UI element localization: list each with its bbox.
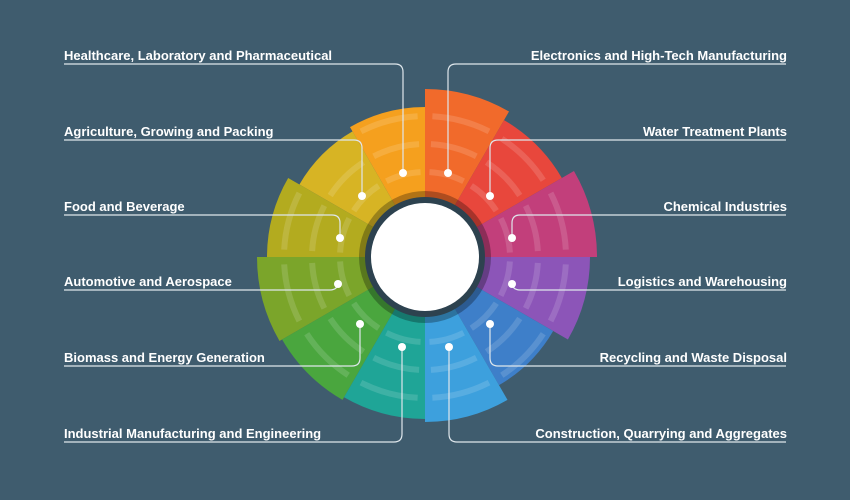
segment-texture [327,316,366,355]
connector-dot [508,234,516,242]
segment-texture [327,159,366,198]
wheel-segment [455,287,554,386]
center-circle [371,203,479,311]
connector-line [447,63,786,173]
segment-texture [547,191,569,250]
connector-dot [399,169,407,177]
segment-texture [429,330,465,345]
wheel-segment [344,308,425,419]
segment-texture [484,316,523,355]
wheel-segment [299,131,395,227]
segment-texture [432,379,491,401]
label-electronics: Electronics and High-Tech Manufacturing [530,48,787,63]
wheel-segment [350,107,425,206]
wheel-segment [455,120,562,227]
segment-texture [547,264,569,323]
connector-dot [356,320,364,328]
segment-texture [484,159,523,198]
wheel-segment [476,171,597,257]
segment-texture [469,301,499,331]
connector-dot [334,280,342,288]
segment-texture [522,262,541,310]
segment-texture [281,264,303,323]
segment-texture [359,379,418,401]
wheel-segment [267,178,374,257]
connector-line [64,347,403,443]
label-chemical: Chemical Industries [663,199,787,214]
connector-dot [358,192,366,200]
wheel-segment [476,257,590,340]
segment-texture [469,183,499,213]
connector-dot [486,192,494,200]
label-automotive-aerospace: Automotive and Aerospace [64,274,232,289]
segment-texture [359,113,418,135]
connector-dot [508,280,516,288]
wheel-segment [425,308,508,422]
connector-dot [486,320,494,328]
connector-line [64,214,341,238]
connector-dot [398,343,406,351]
label-industrial-manufacturing: Industrial Manufacturing and Engineering [64,426,322,441]
connector-dot [444,169,452,177]
connector-line [511,214,786,238]
label-recycling: Recycling and Waste Disposal [599,350,787,365]
connector-dot [445,343,453,351]
connector-line [64,63,404,173]
segment-texture [304,332,350,378]
connector-line [64,324,361,367]
segment-texture [385,330,421,345]
segment-texture [500,332,546,378]
segment-texture [337,217,352,253]
connector-line [448,347,786,443]
segment-texture [337,261,352,297]
segment-texture [372,141,420,160]
connector-dot [336,234,344,242]
segment-texture [430,354,478,373]
segment-texture [432,113,491,135]
label-biomass-energy: Biomass and Energy Generation [64,350,265,365]
segment-texture [522,204,541,252]
label-construction: Construction, Quarrying and Aggregates [535,426,787,441]
segment-texture [498,261,513,297]
segment-texture [351,301,381,331]
connector-line [489,139,786,196]
segment-texture [281,191,303,250]
label-healthcare: Healthcare, Laboratory and Pharmaceutica… [64,48,333,63]
label-agriculture: Agriculture, Growing and Packing [64,124,274,139]
segment-texture [498,217,513,253]
segment-texture [430,141,478,160]
wheel-segment [282,287,395,400]
segment-texture [372,354,420,373]
connector-line [64,139,363,196]
label-food-beverage: Food and Beverage [64,199,185,214]
wheel-segment [257,257,374,341]
segment-texture [309,204,328,252]
segment-texture [309,262,328,310]
connector-line [489,324,786,367]
segment-texture [500,136,546,182]
label-logistics: Logistics and Warehousing [617,274,787,289]
label-water-treatment: Water Treatment Plants [642,124,787,139]
